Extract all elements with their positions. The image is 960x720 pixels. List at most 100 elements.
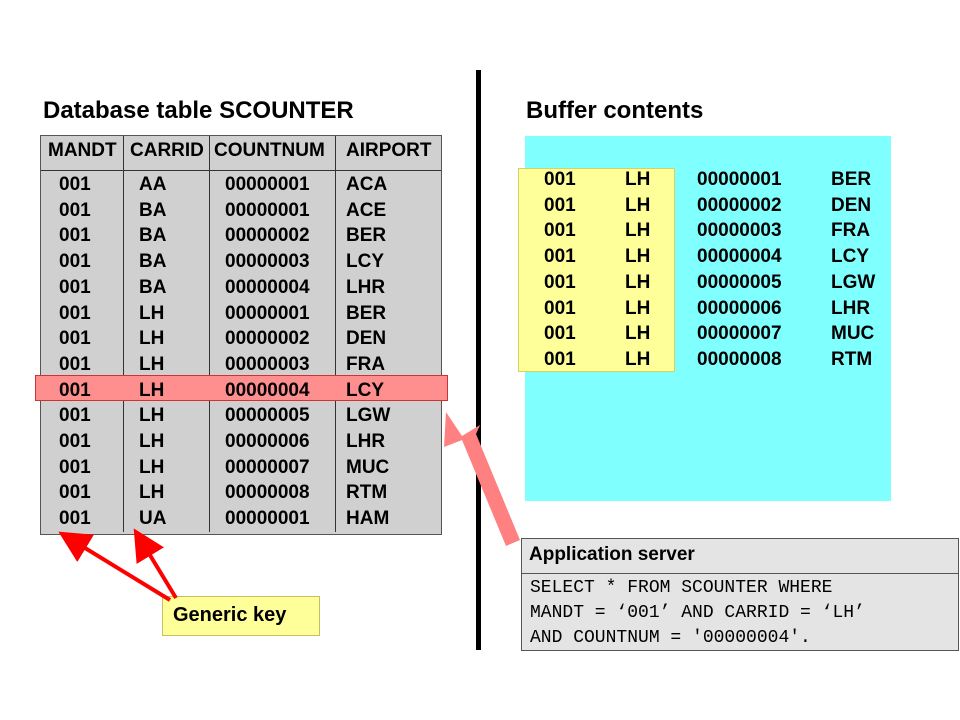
table-cell: UA xyxy=(139,508,167,530)
buffer-cell: LH xyxy=(625,348,651,370)
buffer-cell: RTM xyxy=(831,348,873,370)
buffer-cell: 001 xyxy=(544,348,576,370)
table-cell: LHR xyxy=(346,276,386,298)
table-cell: RTM xyxy=(346,482,388,504)
table-cell: 00000005 xyxy=(225,405,310,427)
buffer-cell: 00000007 xyxy=(697,323,782,345)
buffer-cell: 00000008 xyxy=(697,348,782,370)
table-cell: 001 xyxy=(59,405,91,427)
table-cell: ACA xyxy=(346,174,388,195)
column-header: COUNTNUM xyxy=(214,140,325,161)
table-cell: LH xyxy=(139,482,165,504)
table-cell: LH xyxy=(139,302,165,324)
table-cell: 00000004 xyxy=(225,276,310,298)
buffer-key-highlight xyxy=(518,168,675,372)
table-cell: LHR xyxy=(346,431,386,452)
buffer-cell: 001 xyxy=(544,271,576,293)
table-cell: 001 xyxy=(59,276,91,298)
buffer-cell: LH xyxy=(625,194,651,216)
buffer-cell: LHR xyxy=(831,297,871,319)
table-cell: LH xyxy=(139,353,165,375)
table-cell: 001 xyxy=(59,482,91,504)
buffer-cell: 001 xyxy=(544,246,576,268)
db-table-title: Database table SCOUNTER xyxy=(43,97,354,124)
buffer-cell: 001 xyxy=(544,323,576,345)
table-cell: 001 xyxy=(59,508,91,530)
table-cell: 001 xyxy=(59,353,91,375)
table-cell: 001 xyxy=(59,251,91,273)
buffer-cell: LH xyxy=(625,271,651,293)
table-cell: 00000001 xyxy=(225,174,310,195)
table-cell: AA xyxy=(139,174,167,195)
access-arrow xyxy=(444,412,520,546)
table-cell: 00000008 xyxy=(225,482,310,504)
buffer-cell: LH xyxy=(625,323,651,345)
table-cell: 00000001 xyxy=(225,508,310,530)
table-cell: 001 xyxy=(59,456,91,478)
column-header: MANDT xyxy=(48,140,117,161)
buffer-cell: MUC xyxy=(831,323,875,345)
buffer-cell: 00000004 xyxy=(697,246,782,268)
table-cell: DEN xyxy=(346,328,387,350)
buffer-cell: FRA xyxy=(831,220,871,242)
table-cell: LGW xyxy=(346,405,391,427)
generic-key-arrow-carrid xyxy=(133,528,178,600)
buffer-cell: LCY xyxy=(831,246,869,268)
table-cell: LH xyxy=(139,431,165,452)
table-cell: BA xyxy=(139,276,167,298)
buffer-cell: 00000001 xyxy=(697,169,782,190)
table-cell: LCY xyxy=(346,251,384,273)
buffer-cell: LH xyxy=(625,297,651,319)
application-server-box: Application server SELECT * FROM SCOUNTE… xyxy=(521,538,959,651)
table-cell: MUC xyxy=(346,456,390,478)
table-cell: 00000007 xyxy=(225,456,310,478)
table-cell: HAM xyxy=(346,508,390,530)
highlighted-row xyxy=(35,375,448,401)
table-cell: BA xyxy=(139,225,167,247)
highlighted-cell: 00000004 xyxy=(225,379,310,401)
table-cell: 001 xyxy=(59,225,91,247)
table-cell: BA xyxy=(139,199,167,221)
table-cell: 00000001 xyxy=(225,302,310,324)
table-cell: BER xyxy=(346,225,387,247)
table-cell: LH xyxy=(139,456,165,478)
sql-line-2: MANDT = ‘001’ AND CARRID = ‘LH’ xyxy=(530,603,865,623)
sql-line-1: SELECT * FROM SCOUNTER WHERE xyxy=(530,578,833,598)
buffer-cell: 001 xyxy=(544,297,576,319)
generic-key-box: Generic key xyxy=(162,596,320,636)
buffer-cell: LH xyxy=(625,246,651,268)
table-cell: 00000003 xyxy=(225,251,310,273)
column-header: AIRPORT xyxy=(346,140,432,161)
buffer-cell: DEN xyxy=(831,194,872,216)
divider-line xyxy=(476,70,481,650)
generic-key-arrow-mandt xyxy=(58,531,172,602)
buffer-cell: 001 xyxy=(544,169,576,190)
table-cell: 00000002 xyxy=(225,225,310,247)
table-cell: BER xyxy=(346,302,387,324)
highlighted-cell: 001 xyxy=(59,379,91,401)
table-cell: 001 xyxy=(59,328,91,350)
buffer-cell: LGW xyxy=(831,271,876,293)
sql-line-3: AND COUNTNUM = '00000004'. xyxy=(530,628,811,648)
buffer-cell: 00000006 xyxy=(697,297,782,319)
table-cell: 001 xyxy=(59,174,91,195)
highlighted-cell: LCY xyxy=(346,379,384,401)
buffer-cell: BER xyxy=(831,169,872,190)
buffer-cell: 001 xyxy=(544,220,576,242)
application-server-title: Application server xyxy=(529,544,695,565)
table-cell: ACE xyxy=(346,199,387,221)
table-cell: FRA xyxy=(346,353,386,375)
table-cell: 00000006 xyxy=(225,431,310,452)
table-cell: LH xyxy=(139,405,165,427)
table-cell: 00000001 xyxy=(225,199,310,221)
buffer-title: Buffer contents xyxy=(526,97,704,124)
table-cell: 00000002 xyxy=(225,328,310,350)
table-cell: LH xyxy=(139,328,165,350)
buffer-cell: LH xyxy=(625,220,651,242)
table-cell: 001 xyxy=(59,302,91,324)
buffer-cell: 001 xyxy=(544,194,576,216)
highlighted-cell: LH xyxy=(139,379,165,401)
buffer-cell: 00000003 xyxy=(697,220,782,242)
buffer-cell: 00000005 xyxy=(697,271,782,293)
